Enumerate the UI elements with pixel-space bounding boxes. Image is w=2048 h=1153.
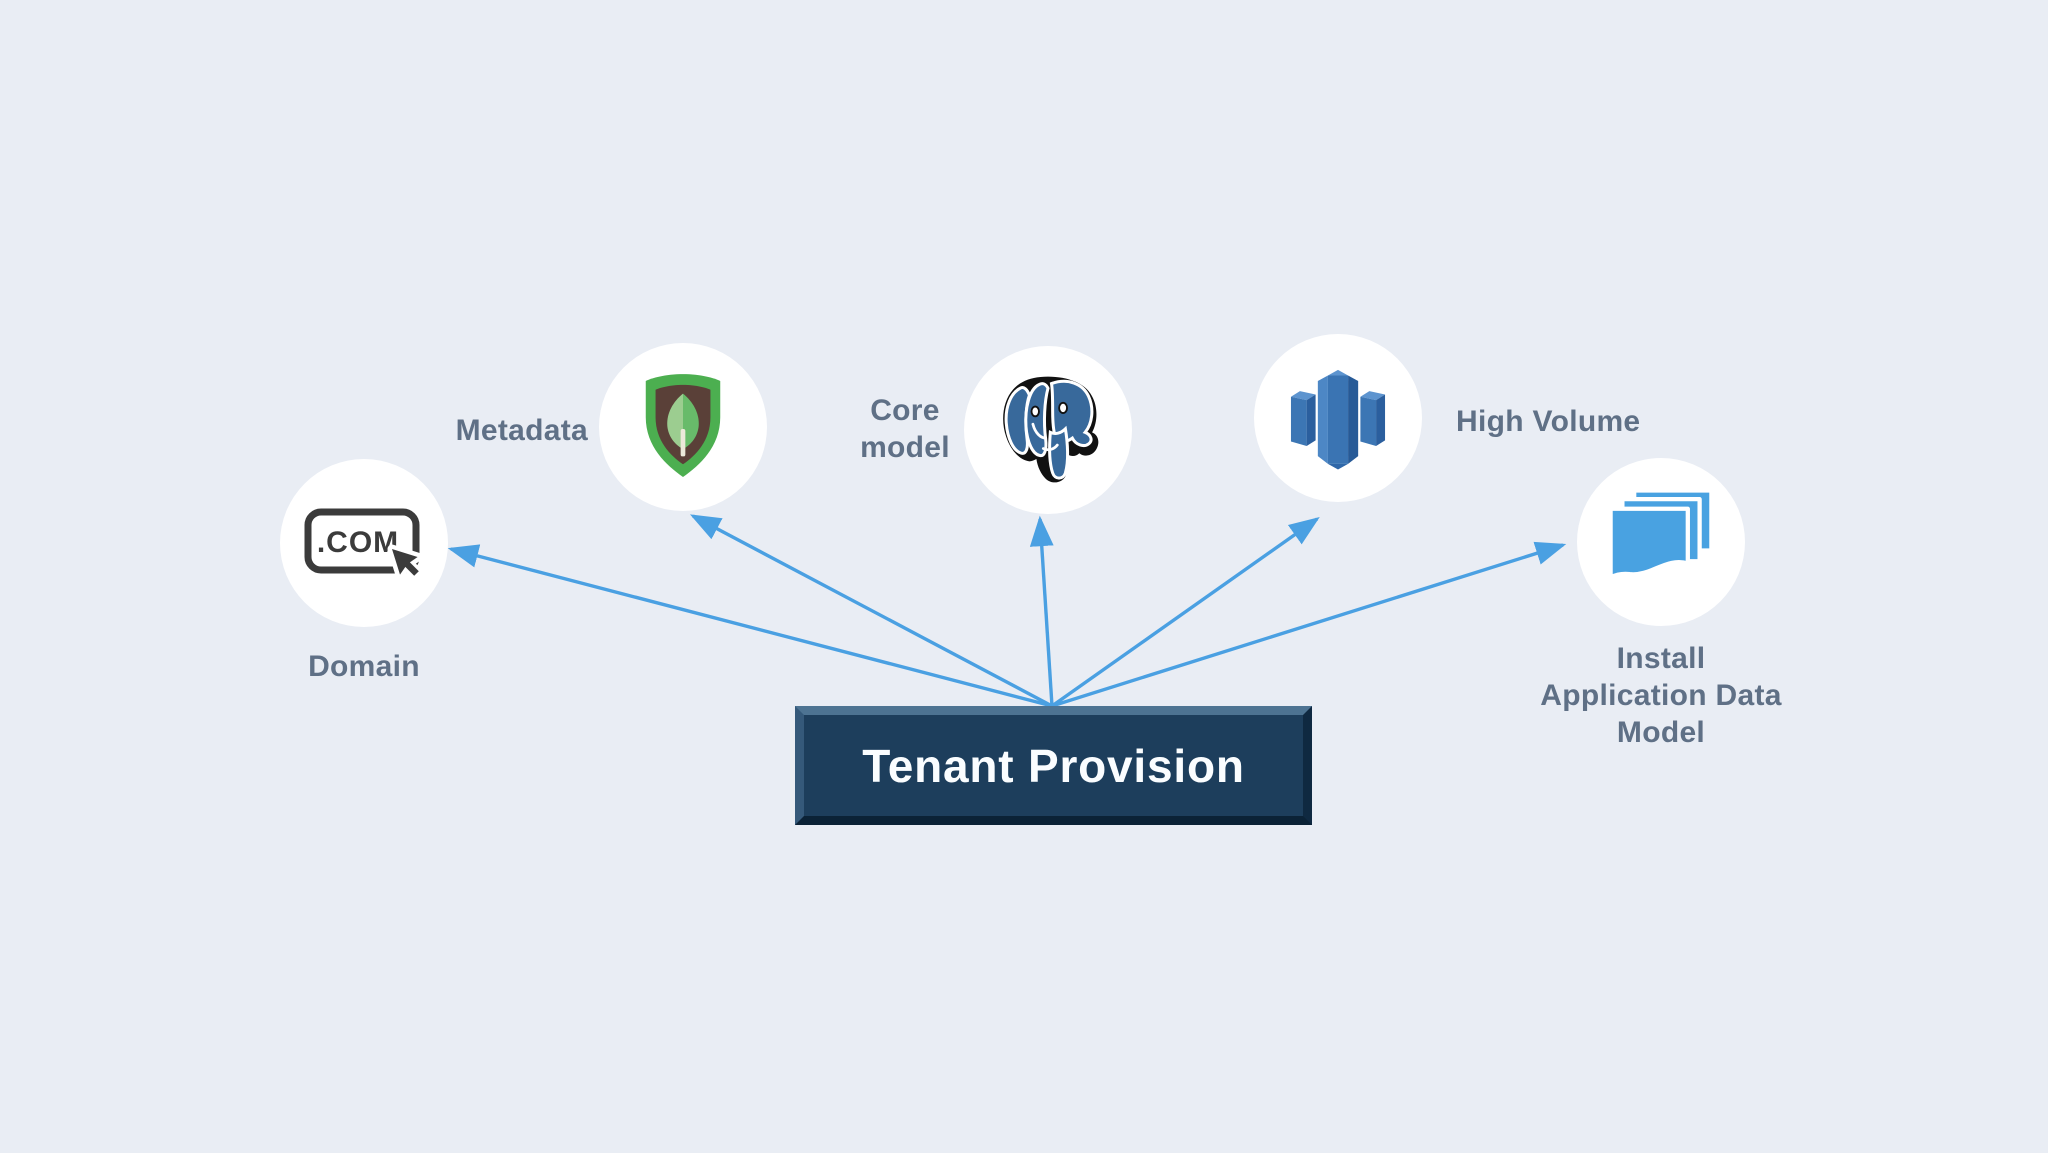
mongodb-shield-icon bbox=[645, 374, 721, 477]
tenant-provision-box-label: Tenant Provision bbox=[862, 739, 1245, 792]
edge-line-domain bbox=[447, 544, 1053, 708]
node-metadata-circle bbox=[599, 343, 767, 511]
node-core-model-circle bbox=[964, 346, 1132, 514]
edge-line-install bbox=[1051, 541, 1567, 708]
cursor-icon bbox=[387, 544, 423, 580]
edge-line-high-volume bbox=[1051, 517, 1320, 708]
node-core-model-label: Core model bbox=[860, 394, 950, 464]
node-metadata-label: Metadata bbox=[455, 414, 588, 447]
aws-redshift-icon bbox=[1290, 369, 1386, 470]
edge-line-metadata bbox=[689, 514, 1053, 708]
postgresql-elephant-icon bbox=[1003, 376, 1099, 483]
edge-line-core-model bbox=[1029, 515, 1054, 707]
dotcom-icon-text: .COM bbox=[317, 526, 399, 559]
node-high-volume-label: High Volume bbox=[1456, 405, 1641, 438]
dotcom-domain-icon: .COM bbox=[304, 508, 423, 580]
stacked-documents-icon bbox=[1608, 488, 1714, 580]
node-domain-label: Domain bbox=[308, 650, 420, 683]
node-high-volume-circle bbox=[1254, 334, 1422, 502]
tenant-provision-box: Tenant Provision bbox=[795, 706, 1312, 825]
node-install-circle bbox=[1577, 458, 1745, 626]
node-domain-circle: .COM bbox=[280, 459, 448, 627]
node-install-label: Install Application Data Model bbox=[1540, 642, 1782, 749]
